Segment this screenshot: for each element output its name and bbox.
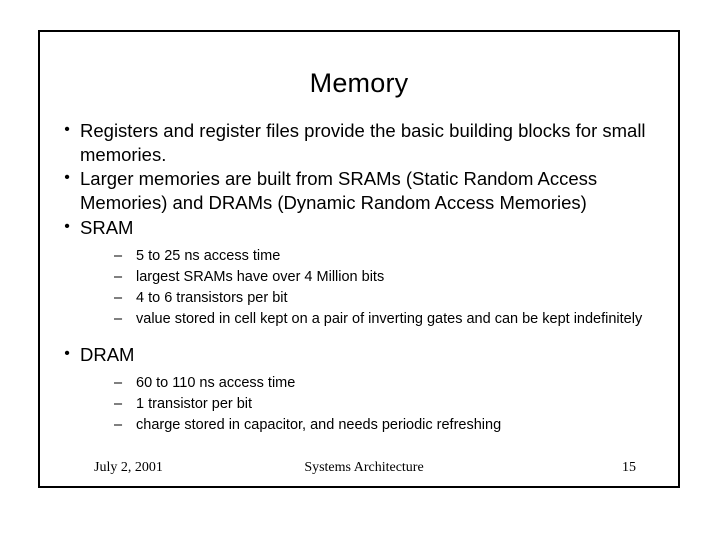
sub-bullet-item: – value stored in cell kept on a pair of… <box>54 310 672 329</box>
sub-bullet-item: – 60 to 110 ns access time <box>54 374 672 393</box>
bullet-marker: • <box>64 344 70 362</box>
sub-bullet-item: – 1 transistor per bit <box>54 395 672 414</box>
bullet-marker: • <box>64 121 70 138</box>
sub-bullet-text: largest SRAMs have over 4 Million bits <box>136 269 385 286</box>
bullet-text: Larger memories are built from SRAMs (St… <box>80 168 598 214</box>
page-title: Memory <box>309 68 409 98</box>
footer-title: Systems Architecture <box>304 460 424 475</box>
bullet-item: • Registers and register files provide t… <box>54 119 672 166</box>
sub-bullet-marker: – <box>114 417 123 434</box>
slide-footer: July 2, 2001 Systems Architecture 15 <box>54 460 664 478</box>
sub-bullet-text: 1 transistor per bit <box>136 396 253 413</box>
footer-date: July 2, 2001 <box>94 460 163 475</box>
sub-list-dram: – 60 to 110 ns access time – 1 transisto… <box>54 374 672 435</box>
sub-bullet-item: – 5 to 25 ns access time <box>54 247 672 266</box>
sub-list-sram: – 5 to 25 ns access time – largest SRAMs… <box>54 247 672 328</box>
sub-bullet-item: – largest SRAMs have over 4 Million bits <box>54 268 672 287</box>
slide-body: • Registers and register files provide t… <box>40 119 678 435</box>
sub-bullet-text: value stored in cell kept on a pair of i… <box>136 310 643 327</box>
sub-bullet-marker: – <box>114 310 123 327</box>
slide-frame: Memory • Registers and register files pr… <box>38 30 680 488</box>
sub-bullet-marker: – <box>114 396 123 413</box>
bullet-item: • Larger memories are built from SRAMs (… <box>54 167 672 214</box>
sub-bullet-text: 60 to 110 ns access time <box>136 375 296 392</box>
bullet-text: SRAM <box>80 216 134 238</box>
bullet-item: • DRAM <box>54 343 672 367</box>
sub-bullet-text: charge stored in capacitor, and needs pe… <box>136 417 502 434</box>
sub-bullet-item: – 4 to 6 transistors per bit <box>54 289 672 308</box>
bullet-text: Registers and register files provide the… <box>80 120 646 165</box>
sub-bullet-marker: – <box>114 290 123 307</box>
sub-bullet-marker: – <box>114 269 123 286</box>
sub-bullet-text: 5 to 25 ns access time <box>136 248 281 265</box>
bullet-marker: • <box>64 169 70 187</box>
sub-bullet-marker: – <box>114 248 123 265</box>
sub-bullet-text: 4 to 6 transistors per bit <box>136 290 288 307</box>
sub-bullet-item: – charge stored in capacitor, and needs … <box>54 416 672 435</box>
bullet-text: DRAM <box>80 343 135 365</box>
footer-page-number: 15 <box>622 460 636 475</box>
sub-bullet-marker: – <box>114 375 123 392</box>
bullet-marker: • <box>64 217 70 235</box>
bullet-item: • SRAM <box>54 216 672 240</box>
